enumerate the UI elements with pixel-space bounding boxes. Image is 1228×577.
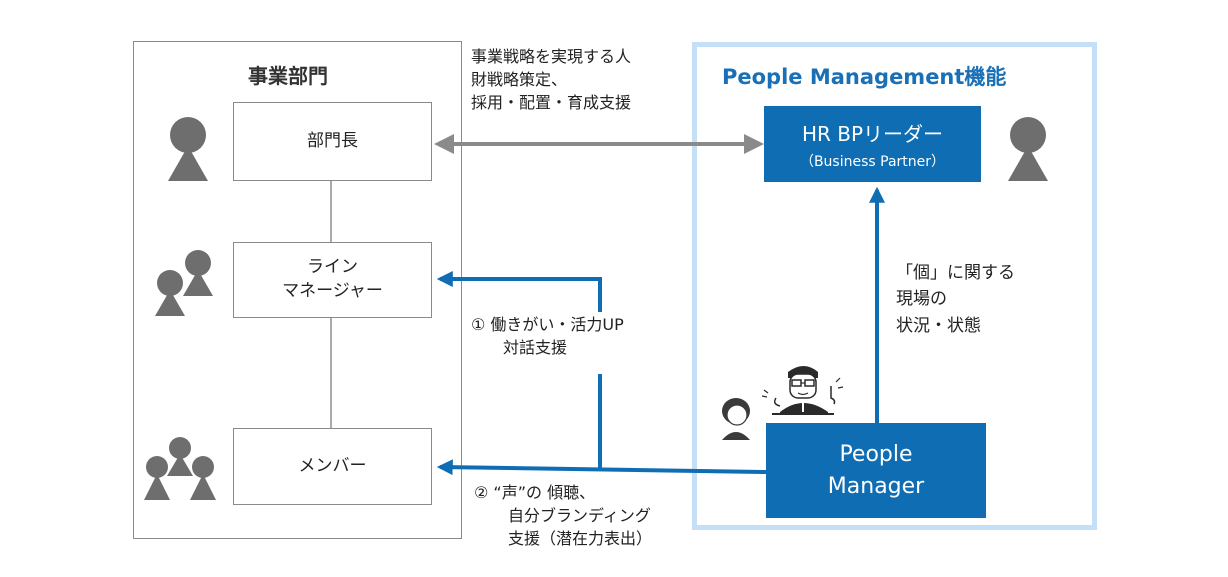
person-icon-hrbp bbox=[1008, 117, 1048, 181]
department-head-box: 部門長 bbox=[233, 102, 432, 181]
individual-status-line3: 状況・状態 bbox=[896, 315, 981, 336]
two-persons-icon bbox=[155, 250, 213, 316]
member-support-arrow bbox=[436, 459, 767, 476]
line-manager-label-line2: マネージャー bbox=[282, 281, 383, 301]
line-manager-box: ライン マネージャー bbox=[233, 242, 432, 318]
people-management-frame bbox=[692, 42, 1097, 530]
strategy-note-line2: 財戦略策定、 bbox=[471, 70, 568, 90]
support2-note-line1: ② “声”の 傾聴、 bbox=[474, 483, 596, 502]
strategy-note-line1: 事業戦略を実現する人 bbox=[471, 47, 632, 66]
individual-status-line1: 「個」に関する bbox=[896, 263, 1015, 283]
individual-status-line2: 現場の bbox=[896, 289, 947, 310]
hrbp-title: HR BPリーダー bbox=[801, 121, 944, 146]
department-title: 事業部門 bbox=[248, 64, 328, 88]
people-manager-box: People Manager bbox=[766, 423, 986, 518]
hrbp-subtitle: （Business Partner） bbox=[799, 153, 946, 170]
three-persons-icon bbox=[144, 437, 216, 500]
people-manager-line1: People bbox=[839, 441, 913, 467]
woman-icon bbox=[722, 398, 750, 440]
support1-note: ① 働きがい・活力UP 対話支援 bbox=[471, 313, 624, 359]
people-management-title: People Management機能 bbox=[722, 65, 1007, 89]
line-manager-label-line1: ライン bbox=[307, 257, 358, 278]
man-with-glasses-icon bbox=[761, 366, 844, 415]
people-manager-line2: Manager bbox=[827, 473, 925, 499]
person-icon bbox=[168, 117, 208, 181]
strategy-note: 事業戦略を実現する人 財戦略策定、 採用・配置・育成支援 bbox=[471, 45, 631, 115]
individual-status-note: 「個」に関する 現場の 状況・状態 bbox=[896, 260, 1015, 339]
hrbp-leader-box: HR BPリーダー （Business Partner） bbox=[764, 106, 981, 182]
member-label: メンバー bbox=[298, 455, 367, 476]
department-head-label: 部門長 bbox=[307, 130, 358, 151]
support2-note: ② “声”の 傾聴、 自分ブランディング 支援（潜在力表出） bbox=[474, 481, 652, 551]
talking-persons-illustration bbox=[722, 366, 844, 440]
support2-note-line3: 支援（潜在力表出） bbox=[508, 529, 653, 549]
support1-note-line2: 対話支援 bbox=[503, 338, 568, 358]
manager-support-arrow-upper bbox=[436, 271, 602, 312]
strategy-note-line3: 採用・配置・育成支援 bbox=[471, 93, 632, 113]
member-box: メンバー bbox=[233, 428, 432, 505]
support1-note-line1: ① 働きがい・活力UP bbox=[471, 315, 624, 334]
support2-note-line2: 自分ブランディング bbox=[508, 506, 651, 526]
department-frame bbox=[133, 41, 462, 539]
